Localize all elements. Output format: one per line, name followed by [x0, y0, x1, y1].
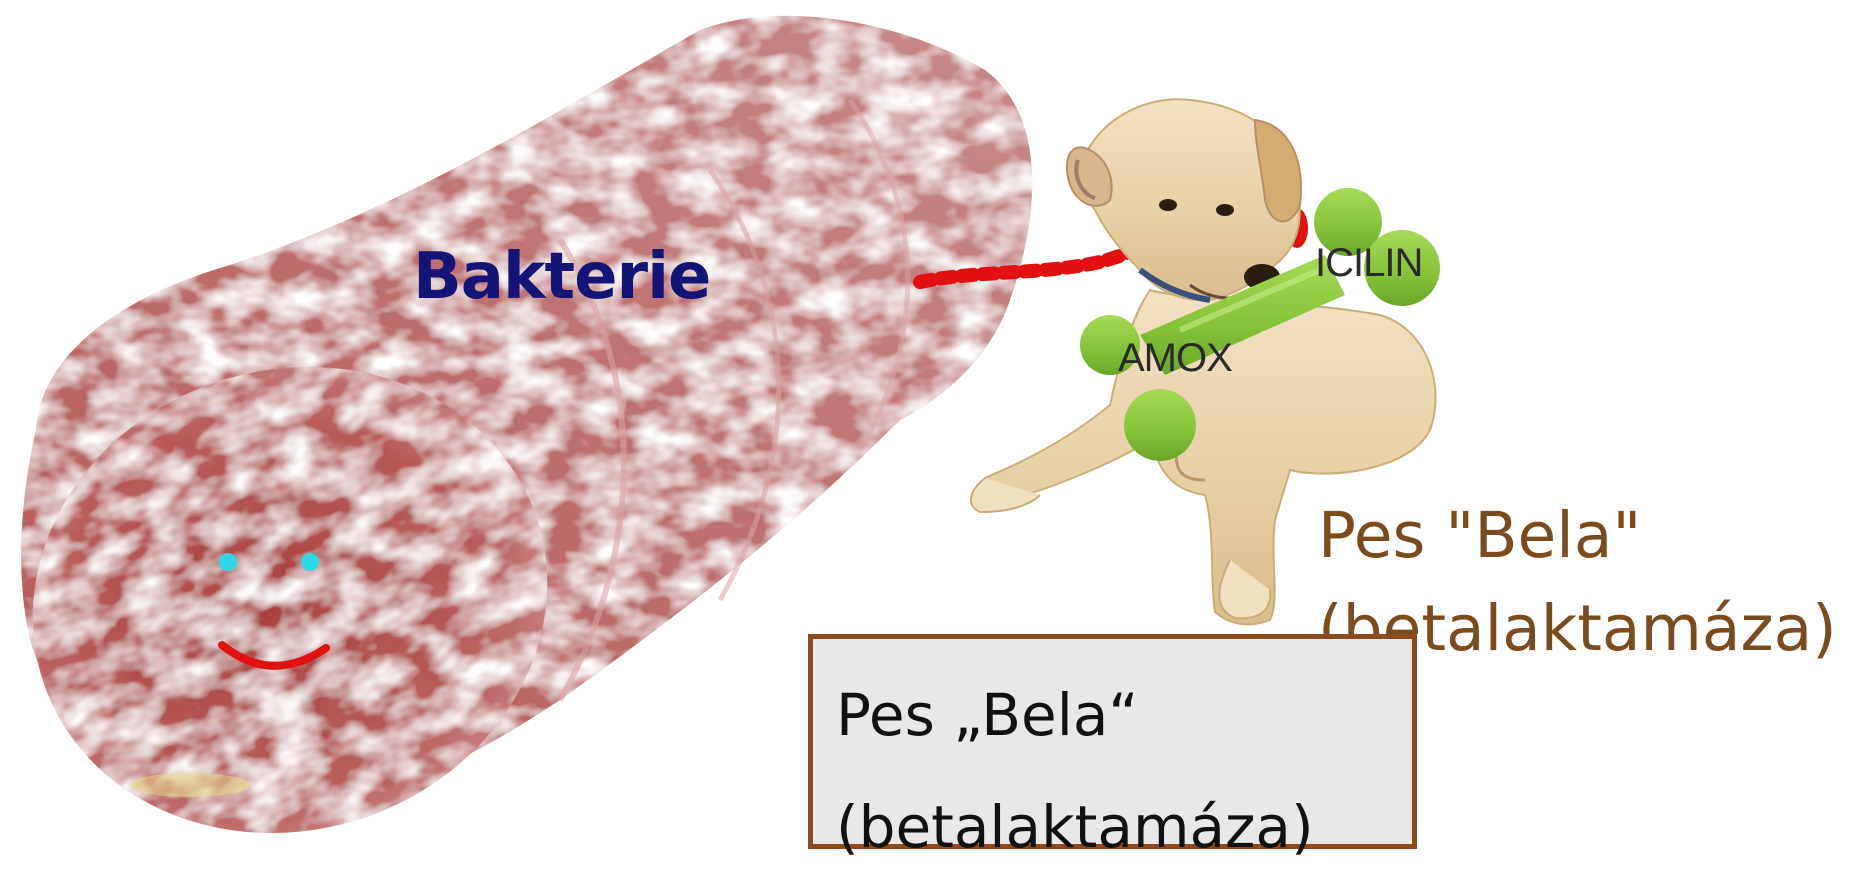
bacterium-right-eye	[301, 553, 319, 571]
bacterium-label: Bakterie	[413, 245, 710, 309]
bacterium-base-tint	[130, 773, 250, 797]
dog-caption-name: Pes "Bela"	[1318, 489, 1837, 582]
bone-knob	[1124, 389, 1196, 461]
caption-box-enzyme: (betalaktamáza)	[836, 771, 1412, 883]
bacterium-left-eye	[219, 553, 237, 571]
caption-box: Pes „Bela“ (betalaktamáza)	[808, 634, 1417, 849]
caption-box-name: Pes „Bela“	[836, 659, 1412, 771]
illustration-stage: Bakterie ICILIN AMOX Pes "Bela" (betalak…	[0, 0, 1854, 855]
bone-label-amox: AMOX	[1118, 338, 1232, 378]
bone-label-icilin: ICILIN	[1315, 243, 1422, 283]
dog-left-eye	[1159, 199, 1177, 211]
dog-right-eye	[1216, 204, 1234, 216]
